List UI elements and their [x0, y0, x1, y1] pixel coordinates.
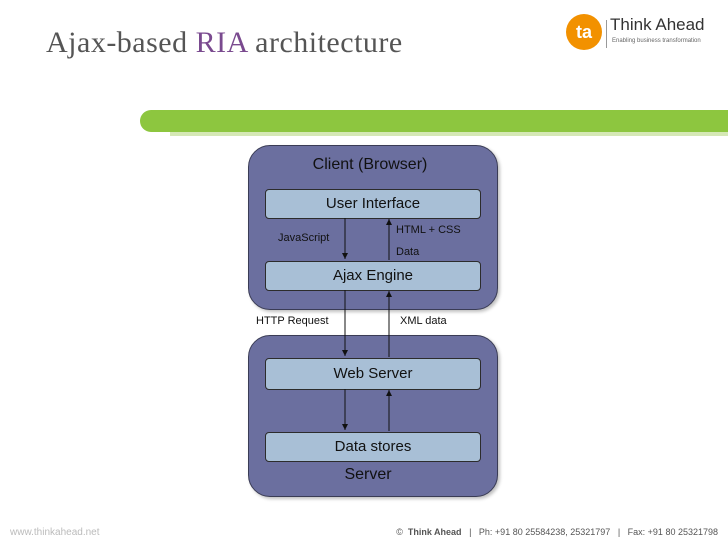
footer-separator-2: | — [617, 527, 621, 537]
copyright-symbol: © — [396, 527, 403, 537]
ajax-engine-box: Ajax Engine — [265, 261, 481, 291]
title-part-1: Ajax-based — [46, 26, 196, 59]
http-request-label: HTTP Request — [256, 315, 329, 327]
slide-title: Ajax-based RIA architecture — [46, 26, 403, 60]
xml-data-label: XML data — [400, 315, 447, 327]
footer-separator-1: | — [469, 527, 472, 537]
title-accent: RIA — [195, 26, 248, 59]
server-label: Server — [344, 466, 392, 483]
decorative-green-bar — [140, 110, 728, 132]
footer-brand: Think Ahead — [407, 527, 462, 537]
footer-fax: Fax: +91 80 25321798 — [627, 527, 718, 537]
footer-phone: Ph: +91 80 25584238, 25321797 — [478, 527, 611, 537]
footer-website: www.thinkahead.net — [10, 527, 100, 538]
logo-mark: ta — [566, 14, 602, 50]
html-css-label: HTML + CSS — [396, 224, 461, 236]
title-part-2: architecture — [247, 26, 403, 59]
logo-tagline: Enabling business transformation — [612, 38, 701, 44]
think-ahead-logo: ta Think Ahead Enabling business transfo… — [566, 14, 716, 54]
data-label: Data — [396, 246, 420, 258]
javascript-label: JavaScript — [278, 232, 330, 244]
footer-contact: © Think Ahead | Ph: +91 80 25584238, 253… — [396, 527, 718, 537]
data-stores-box: Data stores — [265, 432, 481, 462]
decorative-green-bar-shadow — [170, 132, 728, 136]
client-browser-label: Client (Browser) — [312, 156, 428, 173]
logo-name: Think Ahead — [610, 15, 705, 34]
user-interface-box: User Interface — [265, 189, 481, 219]
web-server-box: Web Server — [265, 358, 481, 390]
logo-divider — [606, 20, 607, 48]
